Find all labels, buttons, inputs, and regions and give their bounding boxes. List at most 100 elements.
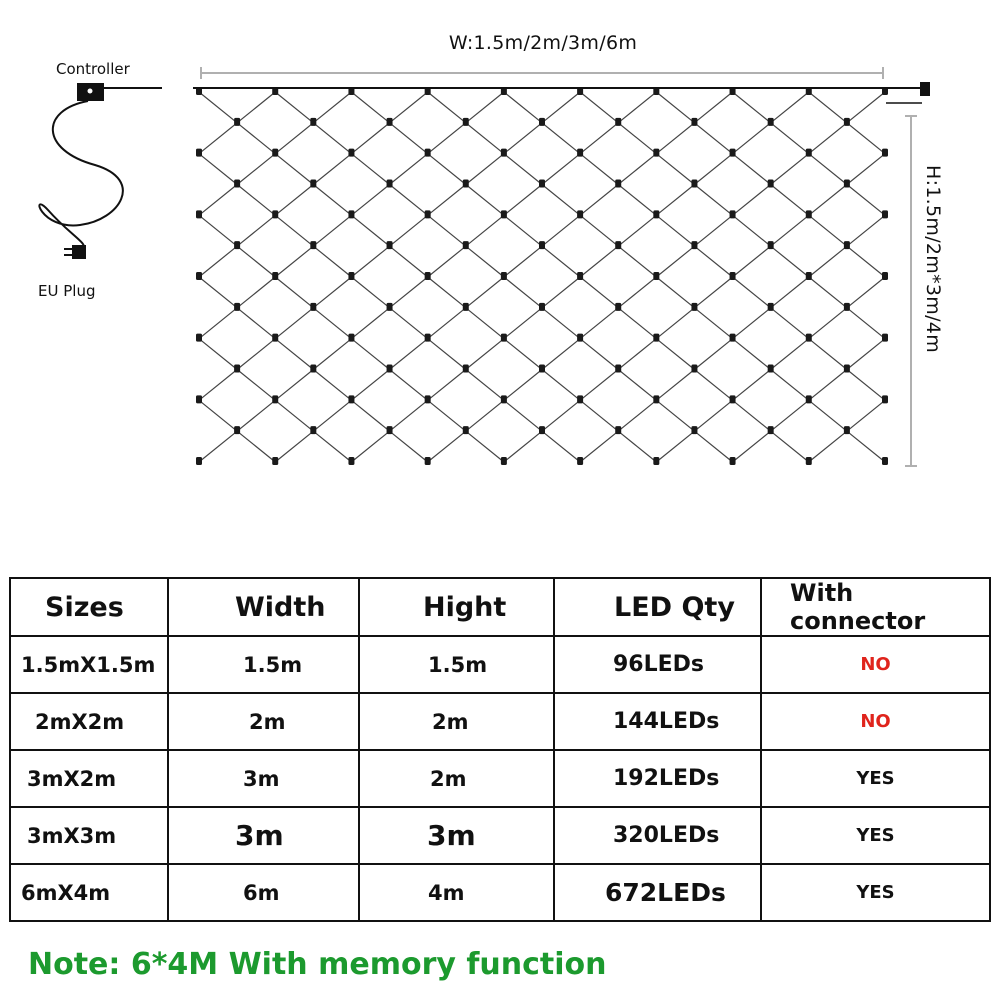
- led-bulb: [729, 272, 736, 280]
- cell-led-qty: 192LEDs: [553, 749, 762, 808]
- led-bulb: [234, 241, 241, 250]
- led-bulb: [272, 210, 279, 219]
- led-bulb: [805, 148, 812, 157]
- net-wire: [236, 91, 276, 124]
- net-wire: [312, 399, 352, 432]
- led-bulb: [386, 117, 393, 126]
- table-row: 1.5mX1.5m 1.5m 1.5m 96LEDs NO: [9, 635, 991, 694]
- led-bulb: [196, 395, 202, 404]
- led-bulb: [500, 395, 507, 404]
- net-wire: [274, 214, 314, 247]
- net-wire: [503, 338, 543, 370]
- led-bulb: [234, 117, 241, 126]
- led-bulb: [767, 117, 774, 126]
- net-wire: [541, 184, 581, 216]
- net-wire: [770, 369, 810, 401]
- net-wire: [312, 153, 352, 185]
- net-wire: [236, 214, 276, 247]
- cell-width: 2m: [167, 692, 360, 751]
- net-wire: [541, 430, 581, 463]
- net-wire: [732, 91, 772, 124]
- led-bulb: [691, 241, 698, 250]
- net-wire: [274, 91, 314, 124]
- net-wire: [389, 430, 429, 463]
- height-dimension-line: [905, 115, 917, 467]
- memory-function-note: Note: 6*4M With memory function: [28, 947, 607, 982]
- led-bulb: [805, 395, 812, 404]
- net-wire: [617, 153, 657, 185]
- led-bulb: [500, 210, 507, 219]
- led-bulb: [843, 117, 850, 126]
- cell-size: 1.5mX1.5m: [9, 635, 169, 694]
- net-wire: [236, 184, 276, 216]
- header-led-qty: LED Qty: [553, 577, 762, 637]
- net-wire: [389, 91, 429, 124]
- net-wire: [808, 399, 848, 432]
- header-sizes: Sizes: [9, 577, 169, 637]
- led-bulb: [424, 395, 431, 404]
- net-wire: [465, 245, 505, 278]
- led-bulb: [234, 179, 241, 188]
- net-wire: [351, 399, 390, 432]
- net-wire: [541, 91, 581, 124]
- net-wire: [732, 214, 772, 247]
- cell-width: 3m: [167, 749, 360, 808]
- cell-size: 2mX2m: [9, 692, 169, 751]
- net-wire: [312, 122, 352, 155]
- net-wire: [312, 307, 352, 340]
- net-wire: [503, 399, 543, 432]
- net-wire: [351, 338, 390, 370]
- led-bulb: [615, 241, 622, 250]
- net-wire: [655, 399, 695, 432]
- net-wire: [808, 122, 848, 155]
- net-wire: [236, 307, 276, 340]
- net-wire: [503, 430, 543, 463]
- net-wire: [274, 276, 314, 309]
- net-wire: [808, 153, 848, 185]
- led-bulb: [348, 148, 355, 157]
- net-wire: [732, 338, 772, 370]
- net-wire: [579, 307, 619, 340]
- led-bulb: [462, 426, 469, 435]
- table-row: 3mX2m 3m 2m 192LEDs YES: [9, 749, 991, 808]
- header-with-connector: With connector: [760, 577, 991, 637]
- net-wire: [465, 430, 505, 463]
- net-wire: [427, 369, 467, 401]
- led-bulb: [615, 179, 622, 188]
- led-bulb: [539, 241, 545, 250]
- led-bulb: [462, 302, 469, 311]
- led-bulb: [577, 272, 584, 280]
- net-wire: [579, 153, 619, 185]
- led-bulb: [653, 210, 660, 219]
- net-wire: [427, 276, 467, 309]
- led-bulb: [691, 426, 698, 435]
- net-wire: [236, 430, 276, 463]
- led-bulb: [805, 272, 812, 280]
- led-bulb: [196, 210, 202, 219]
- net-wire: [465, 184, 505, 216]
- net-wire: [617, 276, 657, 309]
- led-bulb: [196, 333, 202, 342]
- net-wire: [655, 214, 695, 247]
- net-wire: [694, 399, 733, 432]
- led-bulb: [729, 333, 736, 342]
- net-wire: [351, 369, 390, 401]
- net-wire: [732, 399, 772, 432]
- led-bulb: [500, 333, 507, 342]
- led-bulb: [348, 395, 355, 404]
- net-wire: [846, 91, 886, 124]
- led-bulb: [386, 179, 393, 188]
- table-row: 3mX3m 3m 3m 320LEDs YES: [9, 806, 991, 865]
- net-wire: [198, 276, 238, 309]
- led-bulb: [196, 148, 202, 157]
- net-wire: [694, 369, 733, 401]
- cell-connector: YES: [760, 806, 991, 865]
- net-wire: [541, 338, 581, 370]
- net-wire: [694, 91, 733, 124]
- net-wire: [427, 122, 467, 155]
- cell-size: 3mX2m: [9, 749, 169, 808]
- net-wire: [351, 122, 390, 155]
- net-wire: [732, 245, 772, 278]
- net-wire: [808, 369, 848, 401]
- net-wire: [503, 245, 543, 278]
